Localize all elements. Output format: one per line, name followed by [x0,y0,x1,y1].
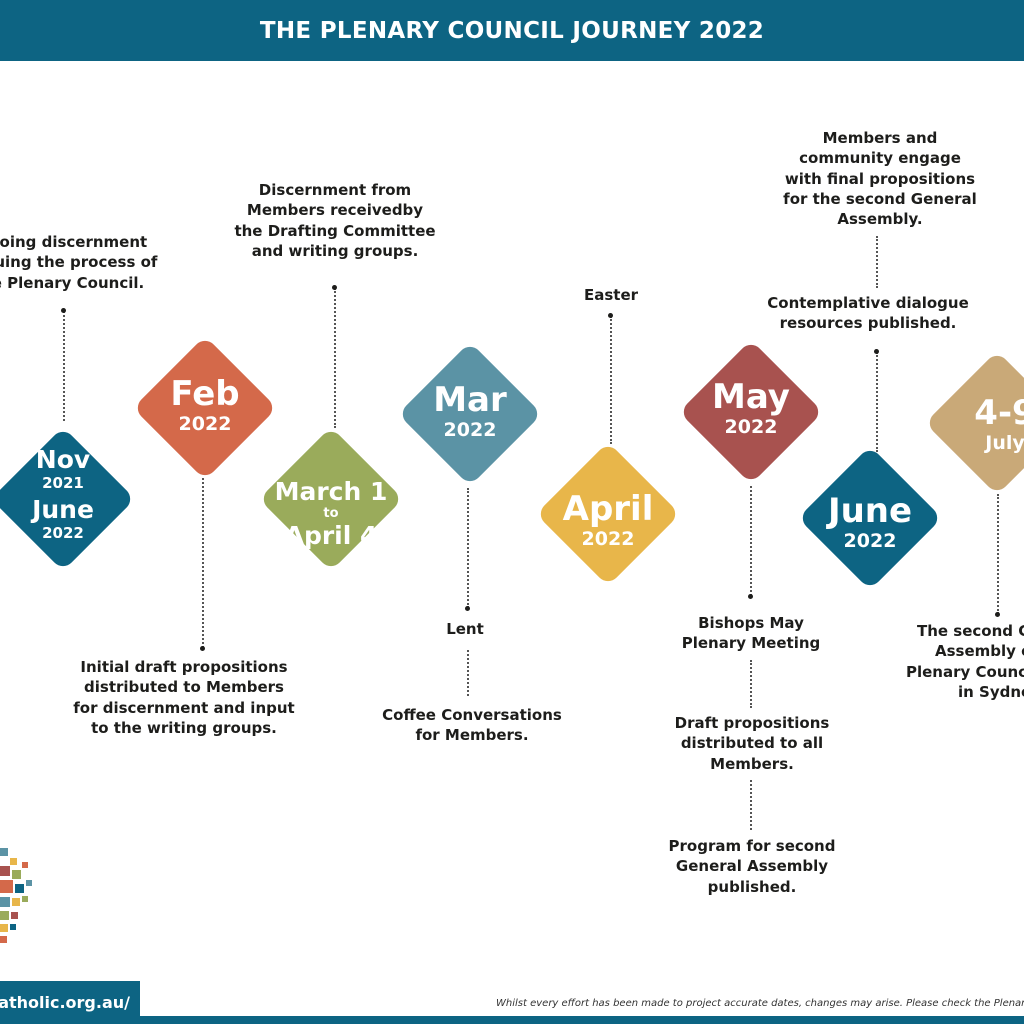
connector-second-ga [997,494,999,614]
note-ongoing: going discernment inuing the process of … [0,233,158,292]
connector-discernment [334,288,336,428]
note-program: Program for second General Assembly publ… [668,837,836,896]
milestone-nov: Nov [35,445,91,474]
milestone-nov-june-label: Nov 2021 June 2022 [13,447,113,541]
milestone-june-1: June [32,495,94,524]
note-discernment-from: Discernment from Members receivedby the … [234,181,436,260]
disclaimer: Whilst every effort has been made to pro… [496,998,1024,1009]
milestone-july: July [985,432,1024,454]
milestone-feb-year: 2022 [178,413,232,435]
milestone-mar-year: 2022 [443,419,497,441]
note-members-engage: Members and community engage with final … [783,129,977,228]
connector-dot [332,285,337,290]
connector-lent [467,488,469,608]
bottom-strip [0,1016,1024,1024]
connector-dot [200,646,205,651]
connector-dot [874,349,879,354]
milestone-nov-year: 2021 [42,474,84,492]
milestone-april: April [562,489,654,529]
note-easter: Easter [583,286,639,304]
milestone-may-year: 2022 [724,416,778,438]
milestone-july-dates: 4-9 [974,393,1024,433]
milestone-march-april-label: March 1 to April 4 [256,479,406,548]
milestone-july-label: 4-9 July [955,396,1024,453]
milestone-june-label: June 2022 [810,494,930,551]
milestone-june-year: 2022 [843,530,897,552]
connector-dot [608,313,613,318]
website-url[interactable]: atholic.org.au/ [0,981,140,1024]
milestone-feb-label: Feb 2022 [155,377,255,434]
milestone-april-label: April 2022 [548,492,668,549]
connector-lent-coffee [467,650,469,696]
website-url-text: atholic.org.au/ [0,993,130,1012]
note-coffee: Coffee Conversations for Members. [382,706,562,745]
note-bishops: Bishops May Plenary Meeting [681,614,821,653]
milestone-march1: March 1 [274,477,388,506]
connector-dot [748,594,753,599]
milestone-to: to [323,506,339,521]
milestone-mar: Mar [433,380,507,420]
connector-contemplative [876,352,878,452]
milestone-april4: April 4 [284,521,378,550]
milestone-june: June [827,491,913,531]
milestone-may: May [712,377,790,417]
connector-bishops [750,486,752,596]
note-initial-draft: Initial draft propositions distributed t… [73,658,295,737]
note-second-ga: The second G Assembly o Plenary Counc in… [906,622,1024,701]
connector-dot [61,308,66,313]
connector-dot [995,612,1000,617]
milestone-may-label: May 2022 [701,380,801,437]
connector-initial-draft [202,478,204,648]
note-contemplative: Contemplative dialogue resources publish… [767,294,969,333]
milestone-june-1-year: 2022 [42,524,84,542]
connector-dot [465,606,470,611]
connector-members-engage [876,236,878,288]
milestone-feb: Feb [170,374,240,414]
note-lent: Lent [446,620,484,638]
connector-ongoing [63,311,65,421]
title-bar: THE PLENARY COUNCIL JOURNEY 2022 [0,0,1024,61]
note-draft-all: Draft propositions distributed to all Me… [674,714,830,773]
page-title: THE PLENARY COUNCIL JOURNEY 2022 [259,17,765,44]
connector-easter [610,316,612,444]
connector-draft-program [750,780,752,830]
milestone-mar-label: Mar 2022 [420,383,520,440]
milestone-april-year: 2022 [581,528,635,550]
connector-bishops-draft [750,660,752,708]
